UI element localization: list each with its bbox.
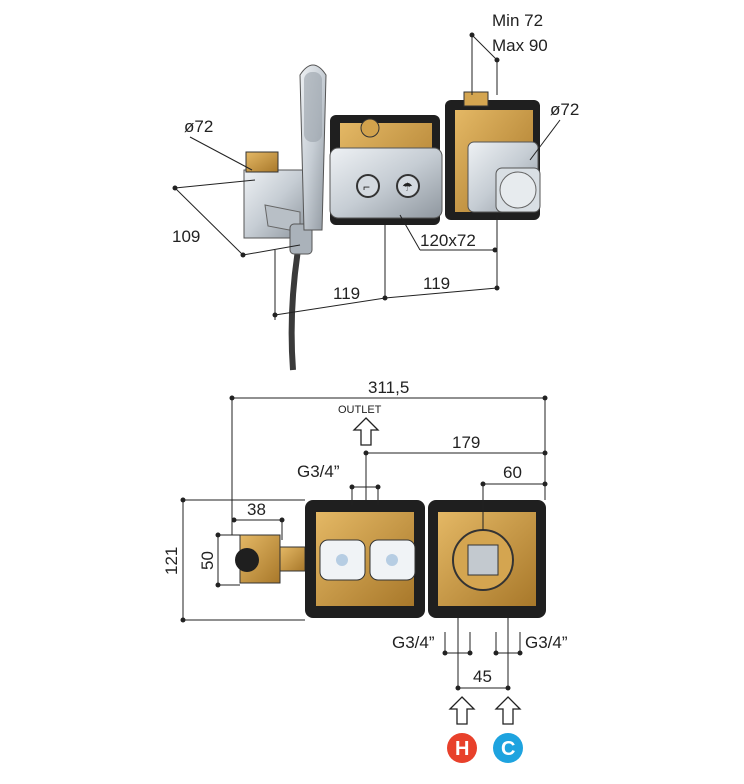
outlet-label: OUTLET [338,404,382,416]
button-outlet-1 [356,174,380,198]
inlet-spacing-label: 45 [473,667,492,686]
hot-badge-letter: H [455,738,469,760]
height-inner-label: 50 [198,551,217,570]
front-left-valve-1-center [336,554,348,566]
plate-size-label: 120x72 [420,231,476,250]
left-fitting-port [235,548,259,572]
spacing-right-label: 119 [423,274,450,293]
left-box-port [360,118,380,138]
shower-hose [288,249,301,371]
depth-label: 109 [172,227,200,246]
cold-inlet-arrow-icon [494,696,522,725]
cold-badge-letter: C [501,738,515,760]
hot-inlet-arrow-icon [448,696,476,725]
right-box-top-nut [463,91,489,107]
total-width-label: 311,5 [368,378,409,397]
height-total-label: 121 [162,547,181,575]
front-right-valve-square [467,544,499,576]
wall-outlet-brass [245,151,279,173]
right-offset-label: 60 [503,463,522,482]
hand-shower-spray-face [304,72,322,142]
button-2-glyph: ☂ [402,180,413,194]
button-outlet-2 [396,174,420,198]
front-left-valve-2-center [386,554,398,566]
cold-badge [493,733,523,763]
max-label: Max 90 [492,36,548,55]
diameter-right-label: ø72 [550,100,579,119]
left-fitting-pipe [279,546,306,572]
outlet-arrow-icon [352,417,380,446]
diameter-left-label: ø72 [184,117,213,136]
spacing-left-label: 119 [333,284,360,303]
thread-left-label: G3/4” [392,633,435,652]
hot-badge [447,733,477,763]
left-width-label: 38 [247,500,266,519]
thread-top-label: G3/4” [297,462,340,481]
hand-shower-holder [289,223,313,255]
thread-right-label: G3/4” [525,633,568,652]
thermostat-knob-end [499,171,537,209]
outlet-spacing-label: 179 [452,433,480,452]
min-label: Min 72 [492,11,543,30]
button-1-glyph: ⌐ [363,180,370,194]
left-cover-plate [329,147,443,219]
front-view: 311,5 OUTLET 179 G3/4” 60 38 50 121 G3/4… [162,378,568,763]
top-view: ⌐ ☂ [172,11,579,371]
